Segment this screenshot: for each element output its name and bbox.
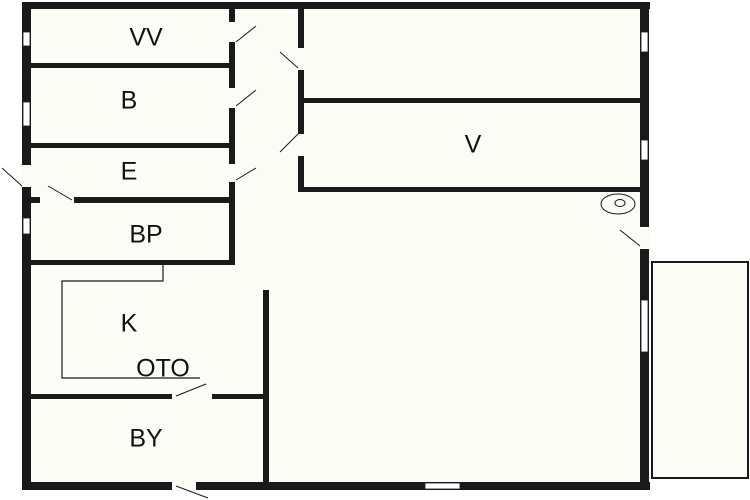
- room-label-e: E: [121, 158, 138, 186]
- room-label-vv: VV: [129, 24, 163, 52]
- room-label-b: B: [121, 87, 138, 115]
- doors: [1, 22, 650, 499]
- room-label-oto: OTO: [136, 355, 190, 383]
- balcony-floor: [651, 261, 749, 479]
- windows: [22, 31, 649, 490]
- room-label-by: BY: [129, 425, 163, 453]
- room-label-v: V: [465, 131, 482, 159]
- room-label-bp: BP: [129, 221, 162, 249]
- kitchen-counter: [61, 265, 200, 379]
- room-label-k: K: [121, 310, 138, 338]
- interior-walls: [22, 2, 642, 485]
- main-floor: [22, 2, 648, 490]
- round-fixture: [600, 193, 636, 215]
